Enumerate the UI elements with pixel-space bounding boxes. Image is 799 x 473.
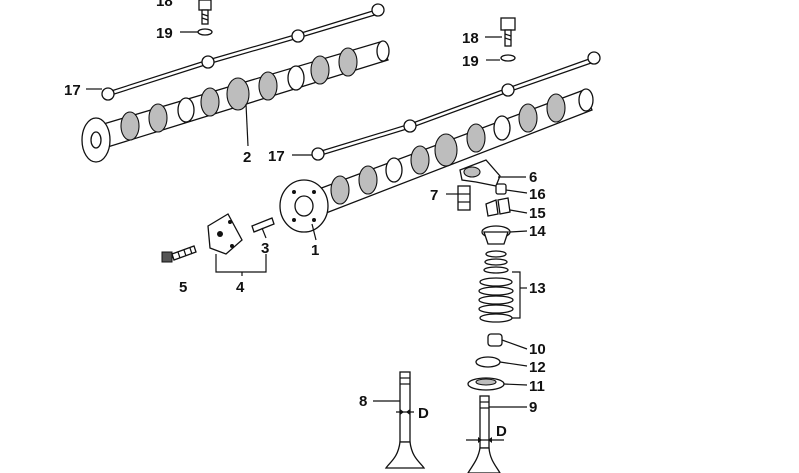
oil-spray-tube-lower [311,51,601,161]
label-9: 9 [529,399,537,416]
thrust-flange [207,213,243,255]
dowel-pin [251,217,275,233]
label-18-lower: 18 [462,30,479,47]
label-14: 14 [529,223,546,240]
valve-springs [478,250,514,323]
rocker-arm [459,159,501,187]
label-16: 16 [529,186,546,203]
label-4: 4 [236,279,245,296]
label-d-exhaust: D [496,423,507,440]
sealing-washer-upper [197,28,213,36]
valve-stem-seal [487,333,503,347]
hydraulic-adjuster [457,185,471,211]
label-17-upper: 17 [64,82,81,99]
label-19-lower: 19 [462,53,479,70]
label-10: 10 [529,341,546,358]
sealing-washer-lower [500,54,516,62]
exhaust-valve [467,395,501,473]
label-8: 8 [359,393,367,410]
label-d-intake: D [418,405,429,422]
banjo-bolt-upper [198,0,212,25]
label-17-lower: 17 [268,148,285,165]
label-19-upper: 19 [156,25,173,42]
oil-spray-tube-upper [101,3,385,101]
label-2: 2 [243,149,251,166]
label-13: 13 [529,280,546,297]
leader-lines [86,31,528,408]
valve-spring-retainer [481,225,511,245]
hex-bolt [161,245,197,263]
label-3: 3 [261,240,269,257]
label-6: 6 [529,169,537,186]
label-18-upper: 18 [156,0,173,10]
spring-seat-large [467,377,505,391]
label-1: 1 [311,242,319,259]
camshaft-exhaust [81,40,390,163]
intake-valve [384,371,426,469]
label-7: 7 [430,187,438,204]
label-12: 12 [529,359,546,376]
label-5: 5 [179,279,187,296]
camshaft-intake [279,88,594,233]
diameter-marker-b [466,437,504,443]
label-15: 15 [529,205,546,222]
valve-key-upper [495,183,507,195]
banjo-bolt-lower [500,17,516,47]
valve-keeper-set [485,197,511,217]
diameter-marker-a [396,409,414,415]
spring-seat-small [475,356,501,368]
label-11: 11 [529,378,545,395]
